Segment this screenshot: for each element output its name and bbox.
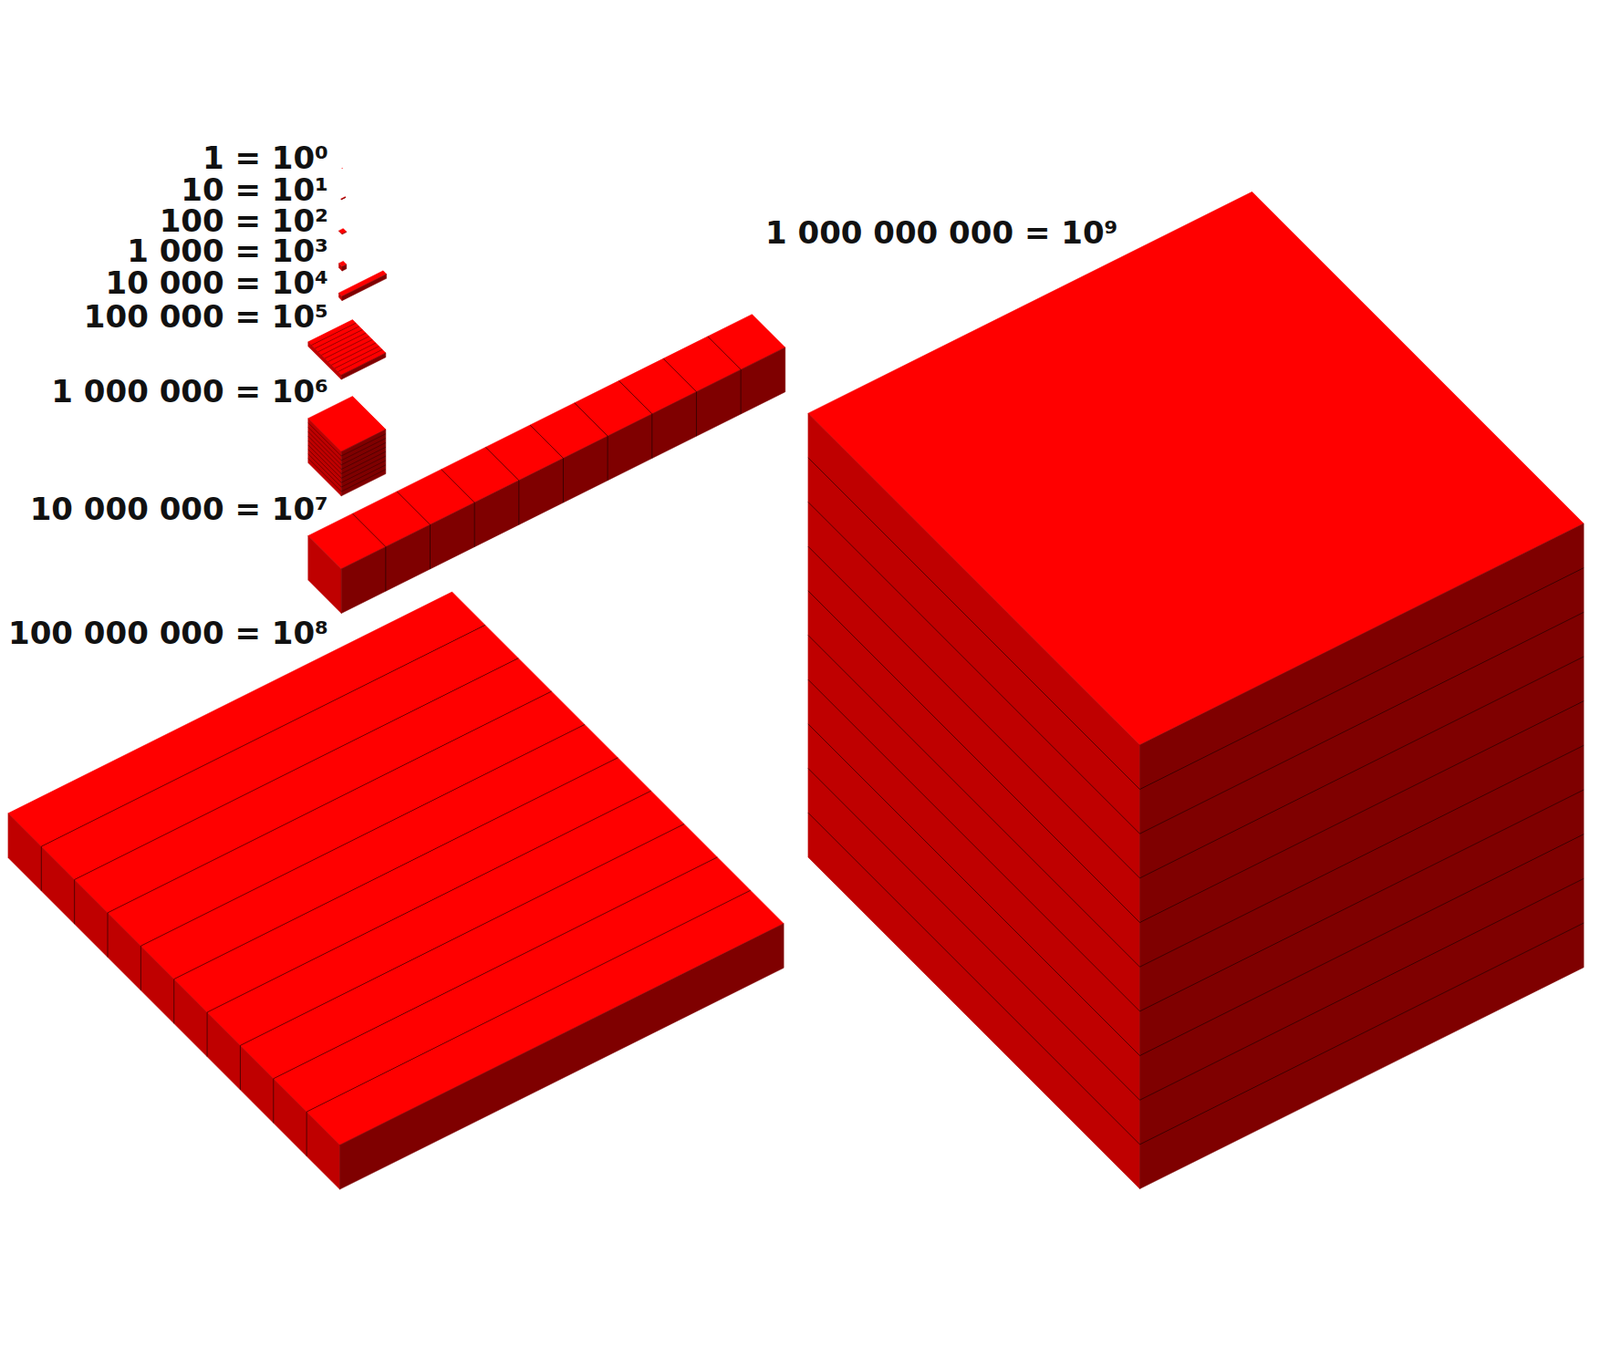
divider-line (707, 336, 741, 415)
divider-line (273, 857, 718, 1123)
divider-line (352, 513, 385, 592)
layer-line (308, 436, 386, 469)
layer-line (808, 546, 1584, 879)
ten-bar (341, 197, 346, 200)
divider-line (324, 336, 370, 359)
layer-line (308, 458, 386, 492)
power-label: 1 000 = 10³ (126, 235, 329, 267)
layer-line (808, 457, 1584, 790)
slab-right (342, 231, 347, 235)
layer-line (308, 449, 386, 483)
cube-left (338, 263, 343, 272)
divider-line (328, 339, 374, 362)
divider-line (318, 329, 364, 352)
bar-top (338, 270, 386, 297)
divider-line (334, 346, 380, 369)
slab-right (340, 924, 785, 1190)
billion-cube (808, 191, 1584, 1189)
divider-line (306, 890, 751, 1156)
divider-line (321, 332, 366, 355)
layer-line (808, 724, 1584, 1057)
layer-line (308, 454, 386, 488)
slab-left (338, 230, 343, 235)
divider-line (574, 403, 608, 481)
slab-top (8, 592, 784, 1145)
bar-left (338, 292, 343, 302)
ten-thousand-bar (338, 270, 386, 302)
cube-top (341, 167, 343, 170)
layer-line (308, 445, 386, 478)
ten-million-bar (308, 314, 786, 614)
hundred-million-slab (8, 592, 784, 1190)
slab-top (338, 228, 347, 234)
layer-line (808, 635, 1584, 968)
divider-line (441, 469, 475, 548)
layer-line (308, 426, 386, 460)
bar-top (308, 314, 786, 570)
layer-line (808, 502, 1584, 835)
divider-line (338, 349, 384, 372)
divider-line (618, 380, 652, 458)
hundred-slab (338, 228, 347, 235)
divider-line (396, 491, 430, 570)
bar-left (308, 535, 342, 613)
power-label: 100 000 000 = 10⁸ (8, 617, 329, 649)
power-label: 100 = 10² (159, 205, 329, 237)
power-label: 10 000 = 10⁴ (105, 267, 330, 299)
layer-line (808, 768, 1584, 1102)
layer-line (808, 679, 1584, 1012)
unit-cube (341, 167, 343, 170)
layer-line (308, 423, 386, 457)
layer-line (308, 440, 386, 474)
power-label: 10 000 000 = 10⁷ (30, 493, 329, 525)
bar-right (342, 273, 387, 301)
bar-right (341, 347, 786, 613)
layer-line (808, 812, 1584, 1145)
power-label: 1 000 000 = 10⁶ (51, 375, 329, 407)
cube-right (342, 264, 347, 271)
divider-line (485, 446, 519, 525)
thousand-cube (338, 260, 347, 271)
power-label: 100 000 = 10⁵ (83, 301, 329, 333)
bar-right (341, 197, 346, 200)
divider-line (529, 425, 563, 503)
power-label: 1 000 000 000 = 10⁹ (765, 217, 1118, 249)
power-label: 1 = 10⁰ (202, 142, 329, 174)
layer-line (808, 591, 1584, 924)
divider-line (663, 358, 697, 437)
layer-line (308, 431, 386, 465)
divider-line (331, 342, 376, 365)
bar-top (341, 197, 346, 200)
power-label: 10 = 10¹ (180, 174, 329, 206)
million-cube (308, 395, 386, 496)
